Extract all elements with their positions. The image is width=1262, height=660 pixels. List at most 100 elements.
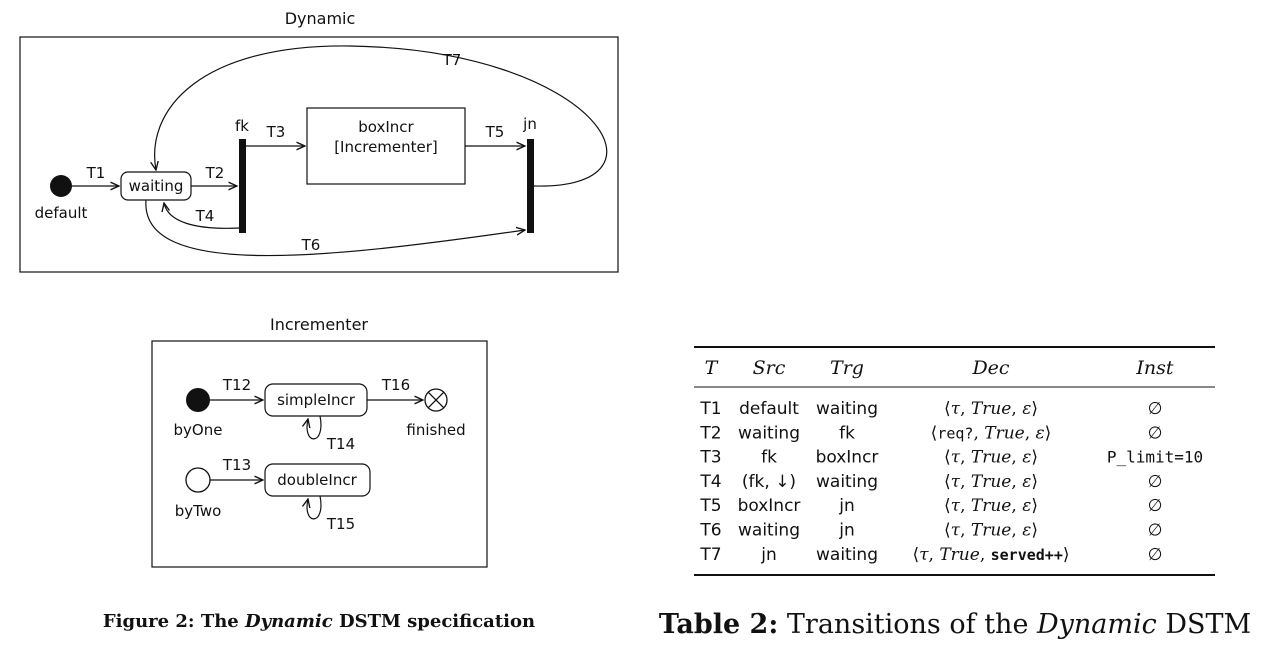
incrementer-title: Incrementer (270, 315, 368, 334)
dynamic-title: Dynamic (285, 9, 356, 28)
figure-caption-italic: Dynamic (244, 611, 333, 632)
dec-sep: , (1011, 448, 1022, 468)
cell-inst: ∅ (1148, 545, 1163, 565)
dec-close: ⟩ (1031, 399, 1038, 419)
dec-event: τ (951, 399, 961, 419)
table-caption-middle: Transitions of the (778, 609, 1037, 640)
dec-action: ε (1022, 448, 1031, 468)
boxincr-sublabel: [Incrementer] (334, 138, 438, 156)
table-row: T7 jn waiting ⟨τ, True, served++⟩ ∅ (699, 545, 1162, 565)
col-header-src: Src (753, 357, 786, 379)
dec-open: ⟨ (944, 496, 951, 516)
cell-dec: ⟨τ, True, ε⟩ (944, 399, 1038, 419)
edge-label-t5: T5 (485, 123, 505, 141)
dec-sep: , (929, 545, 940, 565)
table-caption-italic: Dynamic (1036, 609, 1157, 640)
cell-t: T7 (699, 545, 721, 565)
dec-sep: , (1011, 472, 1022, 492)
dec-event: τ (951, 496, 961, 516)
dec-sep: , (1011, 496, 1022, 516)
edge-label-t15: T15 (326, 515, 355, 533)
cell-dec: ⟨τ, True, ε⟩ (944, 472, 1038, 492)
dec-close: ⟩ (1045, 423, 1052, 443)
fork-label: fk (235, 117, 249, 135)
initial-state-bytwo (185, 467, 211, 493)
edge-t15 (307, 495, 322, 520)
cell-src: (fk, ↓) (742, 472, 796, 492)
dec-event: τ (951, 472, 961, 492)
state-label-default: default (35, 204, 88, 222)
dec-event: τ (951, 448, 961, 468)
cell-t: T3 (699, 448, 721, 468)
join-bar (527, 139, 534, 233)
dec-open: ⟨ (944, 399, 951, 419)
cell-inst: ∅ (1148, 399, 1163, 419)
cell-src: jn (760, 545, 777, 565)
dec-sep: , (1025, 423, 1036, 443)
dec-guard: True (971, 496, 1011, 516)
cell-src: boxIncr (738, 496, 801, 516)
dec-action: ε (1022, 521, 1031, 541)
state-label-doubleincr: doubleIncr (277, 471, 357, 489)
cell-trg: waiting (816, 545, 878, 565)
figure-caption: Figure 2: The Dynamic DSTM specification (103, 611, 535, 632)
dec-sep: , (980, 545, 991, 565)
dec-action: ε (1022, 472, 1031, 492)
incrementer-diagram: Incrementer byOne simpleIncr T12 finishe… (151, 315, 488, 568)
dec-guard: True (971, 472, 1011, 492)
cell-inst: ∅ (1148, 496, 1163, 516)
dec-guard: True (971, 448, 1011, 468)
dec-close: ⟩ (1031, 521, 1038, 541)
dec-guard: True (984, 423, 1024, 443)
edge-t4 (164, 203, 240, 229)
cell-src: waiting (738, 521, 800, 541)
edge-label-t14: T14 (326, 435, 355, 453)
dec-guard: True (971, 521, 1011, 541)
dec-sep: , (960, 472, 971, 492)
cell-trg: waiting (816, 399, 878, 419)
dec-sep: , (960, 399, 971, 419)
dec-sep: , (1011, 521, 1022, 541)
cell-dec: ⟨req?, True, ε⟩ (931, 423, 1052, 443)
figure-caption-suffix: DSTM specification (333, 611, 535, 632)
edge-label-t13: T13 (222, 456, 251, 474)
initial-state-default (50, 175, 72, 197)
cell-dec: ⟨τ, True, ε⟩ (944, 521, 1038, 541)
cell-trg: boxIncr (816, 448, 879, 468)
incrementer-frame (151, 340, 488, 568)
state-label-bytwo: byTwo (175, 502, 222, 520)
cell-t: T1 (699, 399, 721, 419)
edge-label-t6: T6 (301, 236, 321, 254)
cell-src: fk (761, 448, 777, 468)
cell-t: T6 (699, 521, 721, 541)
dec-guard: True (939, 545, 979, 565)
dec-close: ⟩ (1031, 496, 1038, 516)
dynamic-diagram: Dynamic default waiting fk boxIncr [Incr… (19, 9, 619, 273)
state-doubleincr (264, 463, 371, 497)
dec-close: ⟩ (1031, 472, 1038, 492)
dec-action: served++ (991, 546, 1063, 564)
edge-t6 (145, 199, 525, 257)
cell-src: waiting (738, 423, 800, 443)
dec-open: ⟨ (931, 423, 938, 443)
cell-dec: ⟨τ, True, ε⟩ (944, 448, 1038, 468)
col-header-inst: Inst (1135, 357, 1173, 379)
figure-caption-prefix: Figure 2: The (103, 611, 245, 632)
dec-sep: , (1011, 399, 1022, 419)
cell-src: default (739, 399, 799, 419)
cell-inst: ∅ (1148, 423, 1163, 443)
col-header-trg: Trg (830, 357, 864, 379)
edge-label-t4: T4 (195, 207, 215, 225)
cell-dec: ⟨τ, True, served++⟩ (912, 545, 1069, 565)
edge-t7 (155, 45, 608, 187)
state-label-simpleincr: simpleIncr (277, 391, 356, 409)
col-header-dec: Dec (971, 357, 1009, 379)
cell-dec: ⟨τ, True, ε⟩ (944, 496, 1038, 516)
cell-trg: jn (838, 496, 855, 516)
